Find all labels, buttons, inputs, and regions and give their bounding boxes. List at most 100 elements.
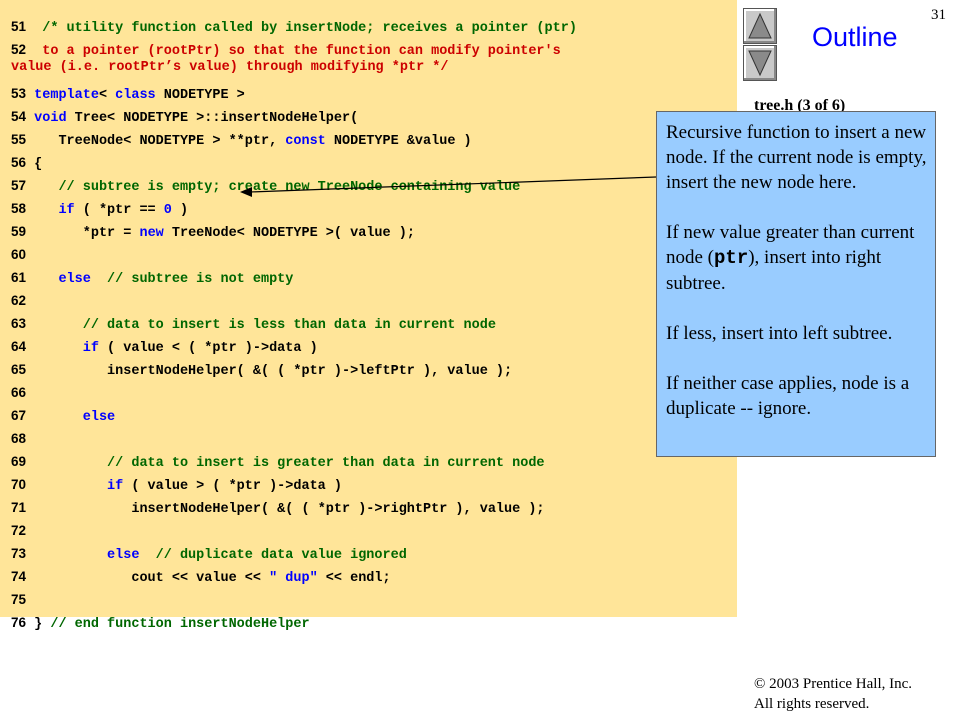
callout-text: If new value greater than current node ( <box>666 222 915 268</box>
code-line-76: 76 } // end function insertNodeHelper <box>11 615 310 633</box>
code-line-57: 57 // subtree is empty; create new TreeN… <box>11 178 520 196</box>
code-keyword: if <box>107 479 124 494</box>
copyright-line: © 2003 Prentice Hall, Inc. <box>754 676 913 692</box>
code-line-68: 68 <box>11 431 26 449</box>
callout-paragraph: Recursive function to insert a new node.… <box>666 122 927 193</box>
code-keyword: class <box>115 88 156 103</box>
code-text: insertNodeHelper( &( ( *ptr )->rightPtr … <box>131 502 545 517</box>
triangle-up-icon <box>748 12 772 39</box>
code-line-66: 66 <box>11 385 26 403</box>
code-text: << endl; <box>317 571 391 586</box>
code-line-74: 74 cout << value << " dup" << endl; <box>11 569 391 587</box>
code-line-71: 71 insertNodeHelper( &( ( *ptr )->rightP… <box>11 500 545 518</box>
code-comment: // subtree is empty; create new TreeNode… <box>58 180 521 195</box>
copyright: © 2003 Prentice Hall, Inc. All rights re… <box>754 674 912 714</box>
copyright-line: All rights reserved. <box>754 696 870 712</box>
line-number: 73 <box>11 546 27 561</box>
code-line-67: 67 else <box>11 408 115 426</box>
code-keyword: else <box>107 548 140 563</box>
file-label: tree.h (3 of 6) <box>754 97 846 114</box>
code-comment: // end function insertNodeHelper <box>50 617 310 632</box>
code-text: NODETYPE &value ) <box>325 134 472 149</box>
code-line-58: 58 if ( *ptr == 0 ) <box>11 201 188 219</box>
line-number: 75 <box>11 592 27 607</box>
callout-code: ptr <box>714 247 749 269</box>
line-number: 52 <box>11 42 27 57</box>
code-comment: /* utility function called by insertNode… <box>42 21 577 36</box>
code-literal: 0 <box>163 203 172 218</box>
line-number: 76 <box>11 615 27 630</box>
line-number: 69 <box>11 454 27 469</box>
line-number: 53 <box>11 86 27 101</box>
callout-paragraph: If neither case applies, node is a dupli… <box>666 373 910 419</box>
code-keyword: if <box>58 203 75 218</box>
code-line-61: 61 else // subtree is not empty <box>11 270 293 288</box>
code-line-63: 63 // data to insert is less than data i… <box>11 316 496 334</box>
line-number: 58 <box>11 201 27 216</box>
code-text: Tree< NODETYPE >::insertNodeHelper( <box>66 111 359 126</box>
code-line-69: 69 // data to insert is greater than dat… <box>11 454 545 472</box>
line-number: 60 <box>11 247 27 262</box>
code-line-51: 51 /* utility function called by insertN… <box>11 19 577 37</box>
code-text: NODETYPE > <box>155 88 245 103</box>
code-line-52: 52 to a pointer (rootPtr) so that the fu… <box>11 42 561 60</box>
code-keyword: else <box>58 272 91 287</box>
outline-title: Outline <box>812 22 898 52</box>
code-keyword: new <box>139 226 164 241</box>
code-comment: to a pointer (rootPtr) so that the funct… <box>42 44 561 59</box>
code-comment: value (i.e. rootPtr’s value) through mod… <box>11 60 449 75</box>
code-keyword: template <box>34 88 99 103</box>
next-slide-button[interactable] <box>743 45 777 81</box>
code-text: < <box>98 88 116 103</box>
code-line-72: 72 <box>11 523 26 541</box>
code-line-55: 55 TreeNode< NODETYPE > **ptr, const NOD… <box>11 132 472 150</box>
code-line-59: 59 *ptr = new TreeNode< NODETYPE >( valu… <box>11 224 415 242</box>
line-number: 57 <box>11 178 27 193</box>
line-number: 70 <box>11 477 27 492</box>
code-text: TreeNode< NODETYPE > **ptr, <box>58 134 286 149</box>
code-line-65: 65 insertNodeHelper( &( ( *ptr )->leftPt… <box>11 362 512 380</box>
explanation-callout: Recursive function to insert a new node.… <box>656 111 936 457</box>
previous-slide-button[interactable] <box>743 8 777 44</box>
line-number: 61 <box>11 270 27 285</box>
line-number: 56 <box>11 155 27 170</box>
code-text: } <box>34 617 51 632</box>
line-number: 71 <box>11 500 27 515</box>
triangle-down-icon <box>748 50 772 77</box>
callout-paragraph: If less, insert into left subtree. <box>666 323 893 344</box>
code-text: cout << value << <box>131 571 270 586</box>
callout-text: ), insert into right subtree. <box>666 247 882 294</box>
code-line-70: 70 if ( value > ( *ptr )->data ) <box>11 477 342 495</box>
callout-paragraph: If new value greater than current node (… <box>666 220 927 296</box>
line-number: 74 <box>11 569 27 584</box>
code-line-73: 73 else // duplicate data value ignored <box>11 546 407 564</box>
code-text: ) <box>171 203 189 218</box>
code-panel <box>0 0 737 617</box>
code-comment: // data to insert is greater than data i… <box>107 456 545 471</box>
code-line-60: 60 <box>11 247 26 265</box>
code-text: { <box>34 157 43 172</box>
line-number: 64 <box>11 339 27 354</box>
line-number: 54 <box>11 109 27 124</box>
line-number: 63 <box>11 316 27 331</box>
line-number: 62 <box>11 293 27 308</box>
line-number: 66 <box>11 385 27 400</box>
line-number: 59 <box>11 224 27 239</box>
line-number: 51 <box>11 19 27 34</box>
code-comment: // duplicate data value ignored <box>155 548 407 563</box>
code-line-56: 56 { <box>11 155 42 173</box>
code-line-62: 62 <box>11 293 26 311</box>
code-string: " dup" <box>269 571 318 586</box>
code-line-52-cont: value (i.e. rootPtr’s value) through mod… <box>11 60 448 76</box>
code-keyword: if <box>82 341 99 356</box>
line-number: 72 <box>11 523 27 538</box>
line-number: 55 <box>11 132 27 147</box>
code-text: insertNodeHelper( &( ( *ptr )->leftPtr )… <box>107 364 513 379</box>
line-number: 65 <box>11 362 27 377</box>
code-line-54: 54 void Tree< NODETYPE >::insertNodeHelp… <box>11 109 358 127</box>
code-keyword: void <box>34 111 67 126</box>
line-number: 67 <box>11 408 27 423</box>
code-text: ( value < ( *ptr )->data ) <box>98 341 318 356</box>
code-line-53: 53 template< class NODETYPE > <box>11 86 245 104</box>
code-line-64: 64 if ( value < ( *ptr )->data ) <box>11 339 318 357</box>
